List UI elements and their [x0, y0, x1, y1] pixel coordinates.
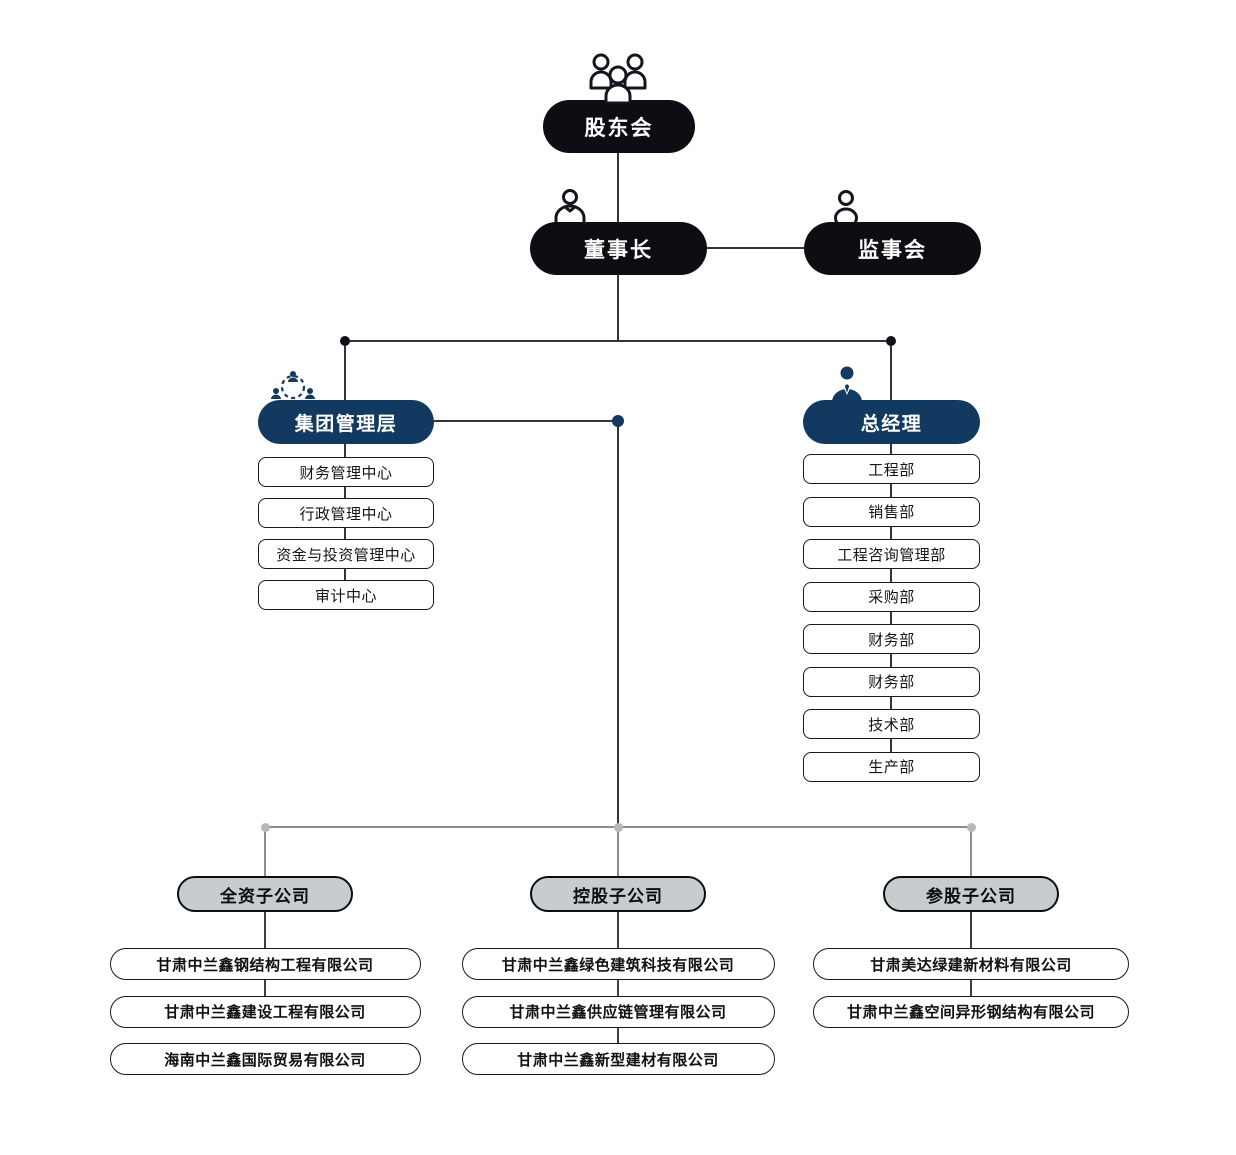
- connector-line: [617, 827, 619, 876]
- person-icon: [554, 189, 586, 225]
- people-group-icon: [589, 53, 647, 104]
- manager-person-icon: [832, 366, 862, 402]
- dept-box: 行政管理中心: [258, 498, 434, 528]
- connector-line: [345, 340, 891, 342]
- company-pill: 甘肃中兰鑫空间异形钢结构有限公司: [813, 995, 1129, 1028]
- connector-line: [617, 912, 619, 1060]
- subsidiary-group-pill: 控股子公司: [530, 876, 706, 912]
- dept-box: 审计中心: [258, 580, 434, 610]
- junction-dot: [966, 822, 976, 832]
- node-general-manager: 总经理: [803, 400, 980, 444]
- company-pill: 甘肃中兰鑫钢结构工程有限公司: [109, 948, 421, 980]
- company-pill: 甘肃美达绿建新材料有限公司: [813, 948, 1129, 980]
- company-pill: 甘肃中兰鑫建设工程有限公司: [109, 995, 421, 1028]
- connector-line: [434, 420, 618, 422]
- dept-box: 工程咨询管理部: [803, 539, 980, 569]
- subsidiary-group-pill: 参股子公司: [883, 876, 1059, 912]
- company-pill: 甘肃中兰鑫绿色建筑科技有限公司: [461, 948, 775, 980]
- connector-line: [617, 153, 619, 222]
- company-pill: 海南中兰鑫国际贸易有限公司: [109, 1043, 421, 1075]
- connector-line: [264, 827, 266, 876]
- node-supervisory-board: 监事会: [804, 222, 981, 275]
- dept-box: 生产部: [803, 751, 980, 782]
- person-outline-icon: [834, 190, 858, 226]
- dept-box: 工程部: [803, 454, 980, 484]
- junction-dot: [340, 336, 350, 346]
- team-cycle-icon: [271, 371, 315, 400]
- dept-box: 资金与投资管理中心: [258, 539, 434, 569]
- junction-dot: [886, 336, 896, 346]
- dept-box: 销售部: [803, 496, 980, 527]
- dept-box: 财务管理中心: [258, 457, 434, 487]
- connector-line: [617, 275, 619, 341]
- dept-box: 采购部: [803, 581, 980, 612]
- node-shareholders: 股东会: [543, 100, 695, 153]
- connector-line: [970, 827, 972, 876]
- node-chairman: 董事长: [530, 222, 707, 275]
- connector-line: [890, 341, 892, 400]
- dept-box: 技术部: [803, 709, 980, 739]
- junction-dot: [260, 822, 270, 832]
- connector-line: [707, 247, 804, 249]
- dept-box: 财务部: [803, 624, 980, 654]
- subsidiary-group-pill: 全资子公司: [177, 876, 353, 912]
- connector-line: [617, 421, 619, 827]
- company-pill: 甘肃中兰鑫供应链管理有限公司: [461, 995, 775, 1028]
- company-pill: 甘肃中兰鑫新型建材有限公司: [461, 1043, 775, 1075]
- dept-box: 财务部: [803, 666, 980, 697]
- junction-dot: [612, 415, 624, 427]
- node-group-management: 集团管理层: [258, 400, 434, 444]
- junction-dot: [613, 822, 623, 832]
- connector-line: [344, 341, 346, 400]
